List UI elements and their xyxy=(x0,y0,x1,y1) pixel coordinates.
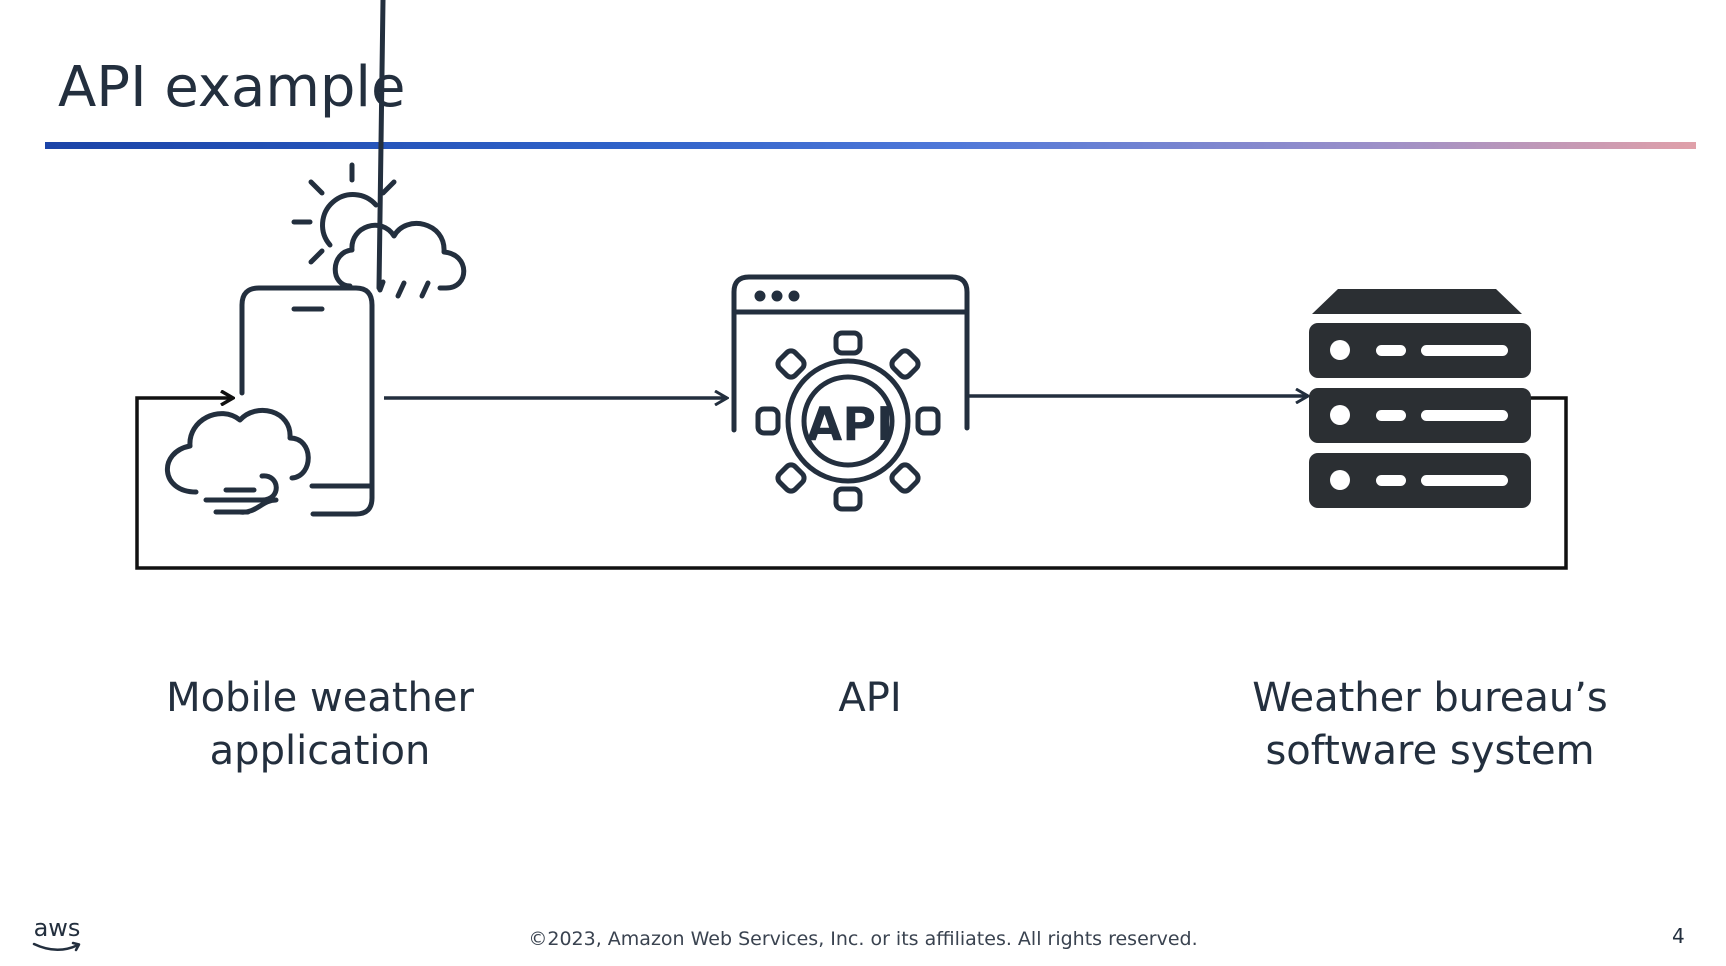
server-stack-icon xyxy=(1309,289,1531,508)
aws-logo-text: aws xyxy=(34,914,81,942)
return-loop-arrow xyxy=(135,398,1568,570)
page-number: 4 xyxy=(1672,924,1685,948)
phone-weather-icon xyxy=(164,0,467,517)
api-gear-label: API xyxy=(807,397,893,451)
node-label-mobile: Mobile weather application xyxy=(166,675,474,774)
title-underline xyxy=(45,142,1696,149)
node-label-bureau: Weather bureau’s software system xyxy=(1252,675,1608,774)
copyright-notice: ©2023, Amazon Web Services, Inc. or its … xyxy=(528,928,1198,950)
api-gear-icon xyxy=(731,274,970,512)
aws-logo: aws xyxy=(32,914,81,952)
node-label-api: API xyxy=(838,675,902,721)
slide-title: API example xyxy=(58,55,406,120)
